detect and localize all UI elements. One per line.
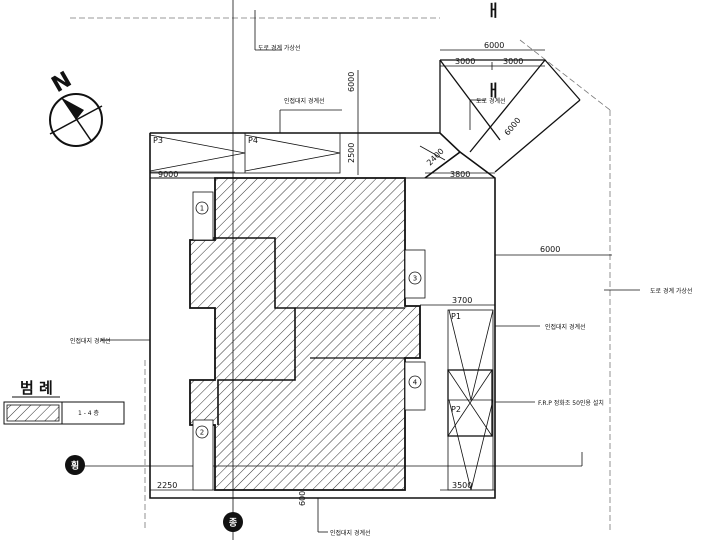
label-road-mid: 도로 경계선 [476, 97, 506, 105]
legend-title: 범 례 [20, 379, 53, 397]
dim-2500: 2500 [347, 143, 356, 163]
parking-row-top [149, 132, 341, 174]
legend: 범 례 1 - 4 층 [3, 379, 125, 425]
label-neighbor-bottom: 인접대지 경계선 [330, 529, 371, 537]
marker-1: 1 [195, 201, 209, 215]
legend-swatch [6, 404, 60, 422]
dim-6000-vertical: 6000 [347, 72, 356, 92]
parking-p4: P4 [248, 136, 258, 145]
dim-9000: 9000 [158, 170, 178, 179]
marker-1-label: 1 [200, 205, 204, 213]
road-symbol-mid: ㅐ [486, 81, 501, 100]
label-road-top: 도로 경계 가상선 [258, 44, 300, 52]
dim-6000-top: 6000 [484, 41, 504, 50]
marker-4-label: 4 [413, 379, 418, 387]
legend-entry: 1 - 4 층 [78, 409, 100, 417]
marker-4: 4 [408, 375, 422, 389]
dim-3000-left: 3000 [455, 57, 475, 66]
road-symbol-top: ㅐ [486, 1, 501, 20]
road-corner [439, 59, 581, 173]
building-footprint [189, 177, 426, 491]
label-frp-note: F.R.P 정화조 50인용 설치 [538, 399, 604, 407]
marker-3: 3 [408, 271, 422, 285]
dim-6000-right: 6000 [540, 245, 560, 254]
dim-3000-right: 3000 [503, 57, 523, 66]
section-left-label: 횡 [71, 460, 79, 472]
label-neighbor-right: 인접대지 경계선 [545, 323, 586, 331]
label-neighbor-top: 인접대지 경계선 [284, 97, 325, 105]
parking-p1: P1 [451, 312, 461, 321]
parking-p2: P2 [451, 405, 461, 414]
marker-2: 2 [195, 425, 209, 439]
dim-3700: 3700 [452, 296, 472, 305]
dim-600: 600 [298, 491, 307, 506]
dim-3800: 3800 [450, 170, 470, 179]
dim-3500: 3500 [452, 481, 472, 490]
label-road-right: 도로 경계 가상선 [650, 287, 692, 295]
section-marker-left: 횡 [65, 455, 85, 475]
north-arrow: N [48, 67, 103, 147]
dim-2250: 2250 [157, 481, 177, 490]
section-bottom-label: 종 [229, 518, 237, 529]
section-marker-bottom: 종 [223, 512, 243, 532]
marker-3-label: 3 [413, 275, 417, 283]
marker-2-label: 2 [200, 429, 204, 437]
parking-p3: P3 [153, 136, 163, 145]
parking-column-right [447, 309, 494, 491]
label-neighbor-left: 인접대지 경계선 [70, 337, 111, 345]
dim-6000-diag: 6000 [503, 116, 523, 137]
